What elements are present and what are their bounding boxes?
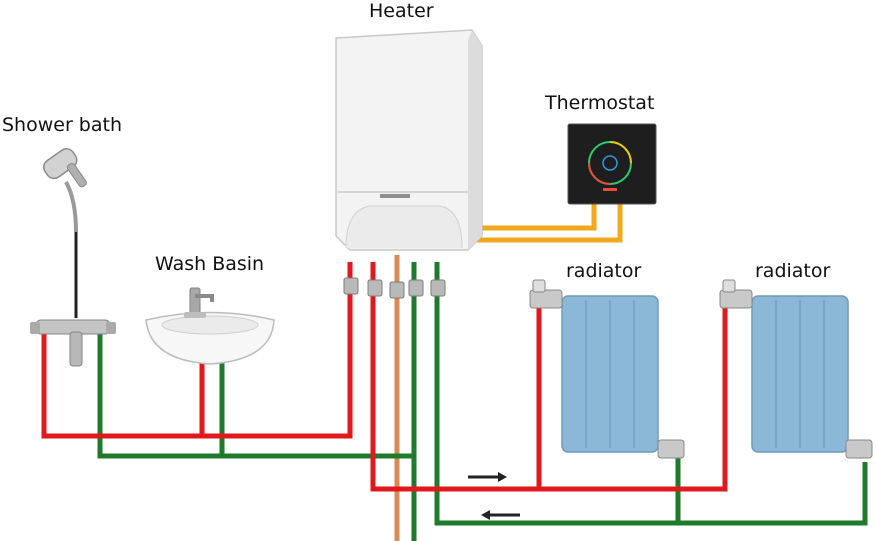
radiator-icon-1: [529, 279, 685, 459]
thermostat-icon: [567, 123, 657, 205]
sink-icon: [145, 287, 275, 365]
control-wires: [468, 195, 623, 243]
heater-label: Heater: [369, 0, 434, 22]
radiator-label-1: radiator: [566, 260, 642, 282]
radiator-label-2: radiator: [755, 260, 831, 282]
flow-arrow-return: [481, 510, 520, 520]
heater-valves: [343, 277, 446, 299]
thermostat-label: Thermostat: [545, 92, 655, 114]
radiator-icon-2: [719, 279, 873, 459]
boiler-icon: [335, 29, 483, 251]
wash-basin-label: Wash Basin: [155, 253, 265, 275]
shower-icon: [30, 148, 116, 367]
shower-label: Shower bath: [2, 114, 123, 136]
flow-arrow-supply: [468, 472, 507, 482]
supply-pipes: [41, 262, 728, 492]
